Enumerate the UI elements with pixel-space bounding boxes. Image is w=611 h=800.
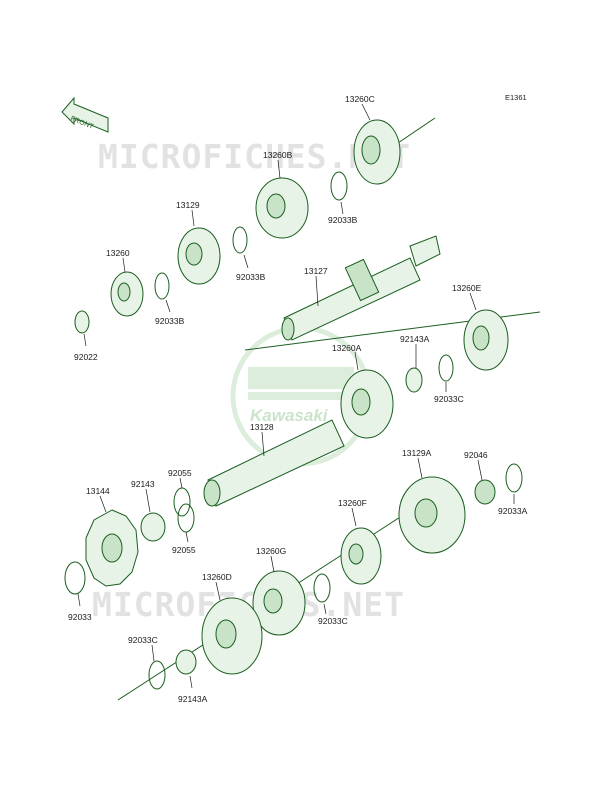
gear-13260C <box>353 119 401 185</box>
label-92033B-2: 92033B <box>236 272 266 282</box>
label-92033B-3: 92033B <box>155 316 185 326</box>
label-13144: 13144 <box>86 486 110 496</box>
circlip-92033B-3 <box>154 272 170 300</box>
label-13129: 13129 <box>176 200 200 210</box>
label-13260: 13260 <box>106 248 130 258</box>
seal-92055-1 <box>173 487 191 517</box>
label-92033: 92033 <box>68 612 92 622</box>
gear-13129A <box>398 476 466 554</box>
label-92143: 92143 <box>131 479 155 489</box>
gear-13260B <box>255 177 309 239</box>
label-92033C-1: 92033C <box>434 394 464 404</box>
label-92046: 92046 <box>464 450 488 460</box>
label-92022: 92022 <box>74 352 98 362</box>
label-13260C: 13260C <box>345 94 375 104</box>
bearing-92046 <box>474 479 496 505</box>
washer-92022 <box>74 310 90 334</box>
seal-92055-2 <box>177 503 195 533</box>
label-13260G: 13260G <box>256 546 286 556</box>
label-92143A-2: 92143A <box>178 694 208 704</box>
circlip-92033B-1 <box>330 171 348 201</box>
label-92033A: 92033A <box>498 506 528 516</box>
gear-13260F <box>340 527 382 585</box>
collar-92143A-1 <box>405 367 423 393</box>
gear-13129 <box>177 227 221 285</box>
circlip-92033C-2 <box>313 573 331 603</box>
gear-13260D <box>201 597 263 675</box>
label-92055-1: 92055 <box>168 468 192 478</box>
circlip-92033A <box>505 463 523 493</box>
label-13260A: 13260A <box>332 343 362 353</box>
collar-92143A-2 <box>175 649 197 675</box>
shaft-13127 <box>281 235 441 341</box>
shaft-13128 <box>203 419 345 507</box>
label-13127: 13127 <box>304 266 328 276</box>
circlip-92033C-1 <box>438 354 454 382</box>
label-13129A: 13129A <box>402 448 432 458</box>
label-92033C-3: 92033C <box>128 635 158 645</box>
label-92143A-1: 92143A <box>400 334 430 344</box>
circlip-92033 <box>64 561 86 595</box>
label-13260E: 13260E <box>452 283 482 293</box>
label-13260F: 13260F <box>338 498 367 508</box>
label-13260B: 13260B <box>263 150 293 160</box>
label-92055-2: 92055 <box>172 545 196 555</box>
sprocket-13144 <box>85 509 139 587</box>
upper-axis-line <box>394 117 436 146</box>
gear-13260A <box>340 369 394 439</box>
logo-text: Kawasaki <box>250 406 329 425</box>
gear-13260G <box>252 570 306 636</box>
label-13128: 13128 <box>250 422 274 432</box>
diagram-code: E1361 <box>505 93 527 102</box>
circlip-92033C-3 <box>148 660 166 690</box>
circlip-92033B-2 <box>232 226 248 254</box>
front-arrow-icon: FRONT <box>61 96 109 133</box>
label-13260D: 13260D <box>202 572 232 582</box>
collar-92143 <box>140 512 166 542</box>
gear-13260 <box>110 271 144 317</box>
label-92033C-2: 92033C <box>318 616 348 626</box>
label-92033B-1: 92033B <box>328 215 358 225</box>
gear-13260E <box>463 309 509 371</box>
